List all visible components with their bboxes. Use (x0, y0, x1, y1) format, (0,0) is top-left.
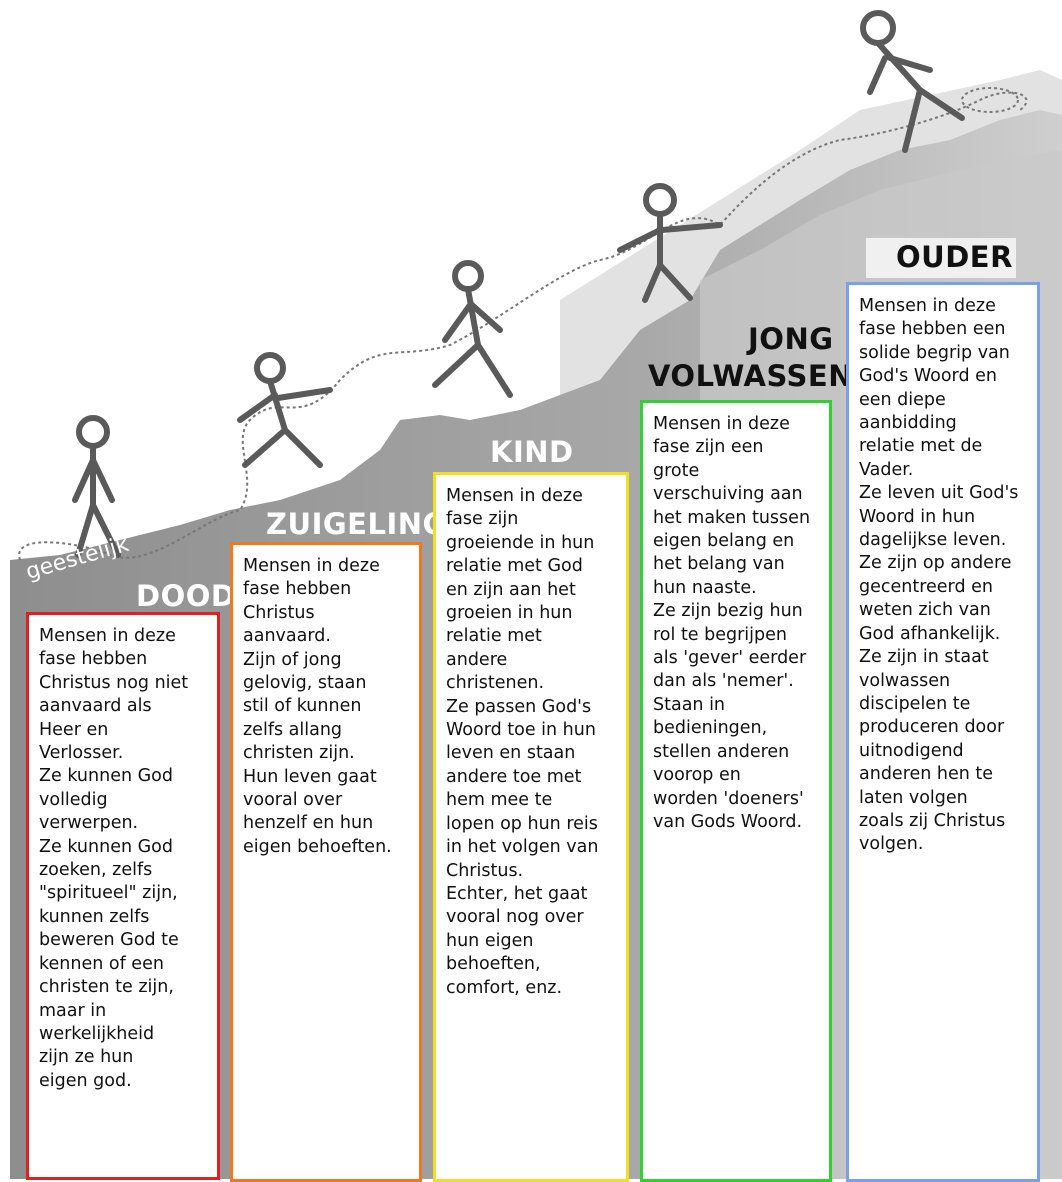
stick-figure-standing (72, 415, 121, 558)
stick-figure-climbing-1 (237, 352, 333, 468)
stick-figure-climbing-2 (617, 183, 723, 303)
stage-zuigeling-box: Mensen in deze fase hebben Christus aanv… (230, 542, 422, 1182)
rope-coil (961, 87, 1019, 113)
climbing-rope (18, 91, 1028, 561)
stage-jong-box: Mensen in deze fase zijn een grote versc… (640, 400, 832, 1182)
stage-dood-box: Mensen in deze fase hebben Christus nog … (26, 612, 220, 1180)
stage-jong-title-line1: JONG (748, 322, 834, 356)
stick-figure-running (432, 260, 513, 398)
stick-figure-summit (860, 10, 965, 153)
stage-kind-box: Mensen in deze fase zijn groeiende in hu… (433, 472, 629, 1182)
stage-ouder-title-backdrop (866, 238, 1016, 278)
stage-ouder-title: OUDER (896, 240, 1013, 274)
stage-ouder-box: Mensen in deze fase hebben een solide be… (846, 282, 1040, 1182)
stage-zuigeling-title: ZUIGELING (266, 507, 447, 541)
stage-kind-title: KIND (490, 435, 574, 469)
stage-jong-title-line2: VOLWASSEN (648, 359, 853, 393)
stage-dood-title: DOOD (136, 579, 236, 613)
